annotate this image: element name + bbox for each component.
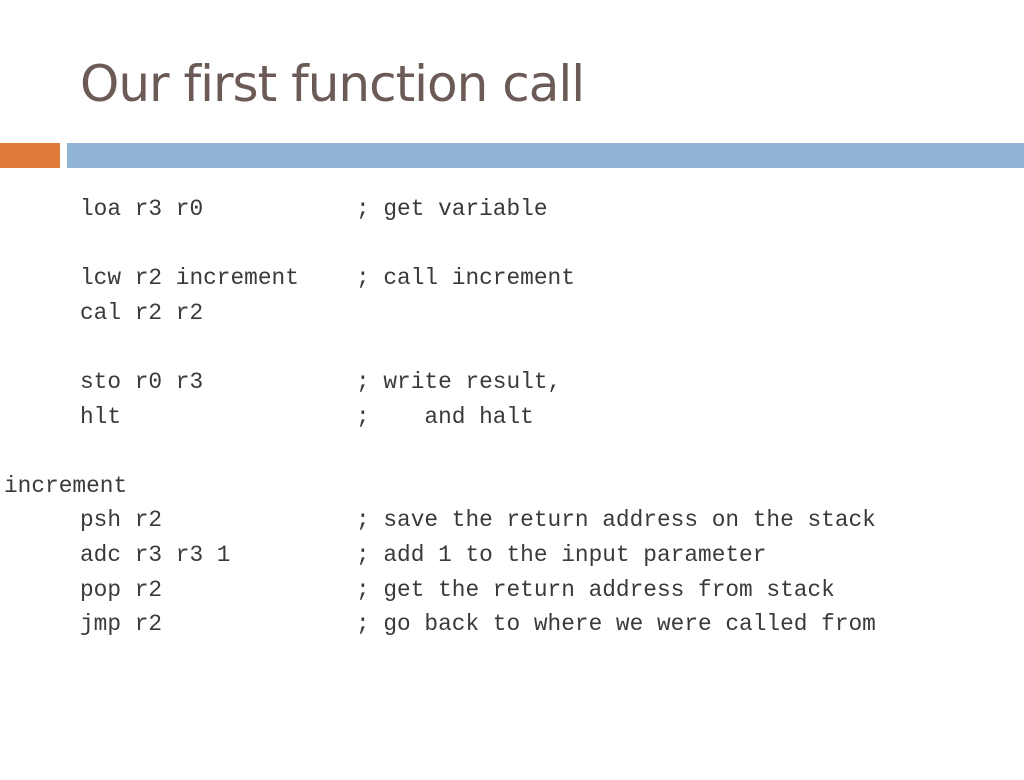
code-instruction: pop r2 (80, 576, 163, 603)
title-rule-bar (67, 143, 1024, 168)
code-label: increment (4, 472, 128, 499)
code-line: hlt ; and halt (4, 400, 1014, 435)
code-comment: ; get variable (356, 196, 548, 222)
code-comment: ; and halt (356, 403, 534, 430)
code-instruction: cal r2 r2 (80, 299, 204, 326)
code-line (4, 227, 1014, 262)
code-instruction: loa r3 r0 (80, 196, 204, 222)
code-line (4, 330, 1014, 365)
code-line: cal r2 r2 (4, 296, 1014, 331)
code-instruction: sto r0 r3 (80, 368, 204, 395)
code-line: increment (4, 469, 1014, 504)
code-instruction: hlt (80, 403, 122, 430)
code-instruction: psh r2 (80, 507, 163, 534)
code-instruction: adc r3 r3 1 (80, 541, 231, 568)
code-line: psh r2 ; save the return address on the … (4, 503, 1014, 538)
code-comment: ; call increment (356, 265, 575, 292)
code-comment: ; save the return address on the stack (356, 507, 876, 534)
code-line: jmp r2 ; go back to where we were called… (4, 607, 1014, 642)
code-comment: ; go back to where we were called from (356, 611, 876, 638)
code-line: adc r3 r3 1 ; add 1 to the input paramet… (4, 538, 1014, 573)
code-line (4, 434, 1014, 469)
code-comment: ; get the return address from stack (356, 576, 835, 603)
code-comment: ; write result, (356, 368, 562, 395)
slide-title: Our first function call (80, 55, 585, 113)
code-instruction: lcw r2 increment (80, 265, 299, 292)
code-line: sto r0 r3 ; write result, (4, 365, 1014, 400)
title-accent-bar (0, 143, 60, 168)
code-line: pop r2 ; get the return address from sta… (4, 573, 1014, 608)
code-instruction: jmp r2 (80, 611, 163, 638)
code-line: lcw r2 increment ; call increment (4, 261, 1014, 296)
code-comment: ; add 1 to the input parameter (356, 541, 767, 568)
code-listing: loa r3 r0 ; get variable lcw r2 incremen… (4, 192, 1014, 642)
code-line: loa r3 r0 ; get variable (4, 192, 1014, 227)
